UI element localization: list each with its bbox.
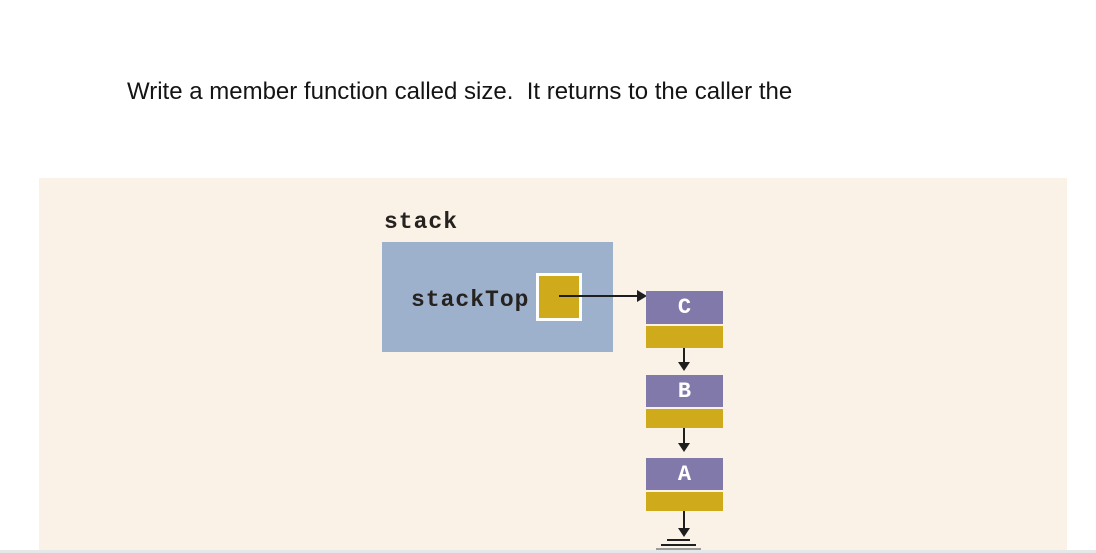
ground-line-short [667, 539, 690, 541]
node-b-label: B [677, 378, 692, 404]
node-b-data-cell: B [646, 375, 723, 407]
stack-label: stack [384, 209, 459, 235]
arrow-down-icon [683, 428, 685, 443]
node-a-label: A [677, 461, 692, 487]
diagram-panel [39, 178, 1067, 553]
node-c-link-cell [646, 326, 723, 348]
arrow-down-icon [683, 511, 685, 528]
arrow-down-head-icon [678, 362, 690, 371]
node-b-link-cell [646, 409, 723, 428]
arrow-down-head-icon [678, 528, 690, 537]
ground-line-medium [661, 544, 696, 546]
node-a-link-cell [646, 492, 723, 511]
arrow-down-icon [683, 348, 685, 362]
bottom-divider [0, 550, 1096, 553]
node-c-data-cell: C [646, 291, 723, 324]
node-c-label: C [677, 295, 692, 320]
arrow-down-head-icon [678, 443, 690, 452]
arrow-right-head-icon [637, 290, 647, 302]
title-line-1: Write a member function called size. It … [127, 78, 793, 105]
stacktop-label: stackTop [411, 287, 530, 313]
stacktop-pointer-cell [536, 273, 582, 321]
node-a-data-cell: A [646, 458, 723, 490]
ground-line-long [656, 548, 701, 550]
arrow-right-icon [559, 295, 639, 297]
